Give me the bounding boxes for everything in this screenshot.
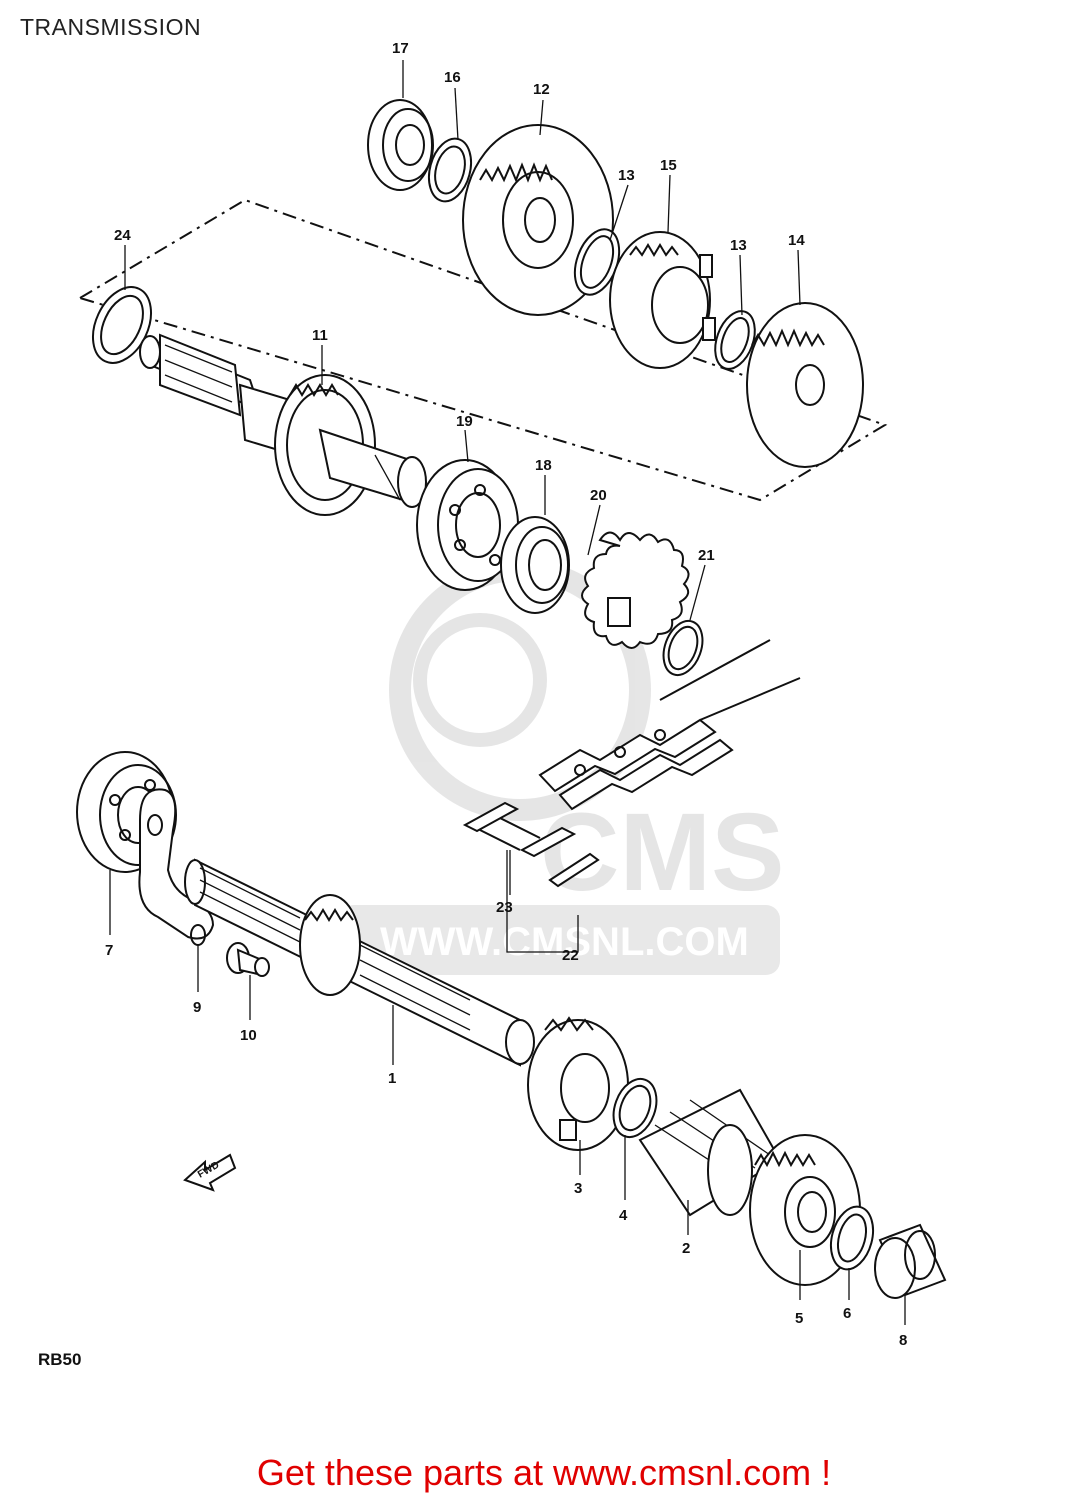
page-title: TRANSMISSION bbox=[20, 14, 202, 40]
callout-4: 4 bbox=[619, 1207, 628, 1224]
washer-6 bbox=[829, 1205, 875, 1271]
master-link-23 bbox=[462, 801, 600, 888]
callout-21: 21 bbox=[698, 547, 715, 564]
mainshaft-1 bbox=[184, 858, 535, 1067]
oil-seal-18 bbox=[500, 516, 570, 614]
callout-3: 3 bbox=[574, 1180, 582, 1197]
callout-8: 8 bbox=[899, 1332, 907, 1349]
countershaft-11 bbox=[139, 333, 427, 516]
leader-lines bbox=[109, 60, 906, 1325]
model-label: RB50 bbox=[38, 1350, 81, 1369]
gear-14 bbox=[746, 302, 864, 468]
screw-10 bbox=[226, 942, 270, 977]
gear-3 bbox=[527, 1016, 629, 1151]
callout-15: 15 bbox=[660, 157, 677, 174]
circlip-21 bbox=[662, 619, 704, 677]
callout-10: 10 bbox=[240, 1027, 257, 1044]
callout-24: 24 bbox=[114, 227, 131, 244]
callout-12: 12 bbox=[533, 81, 550, 98]
callout-7: 7 bbox=[105, 942, 113, 959]
assembly-outline bbox=[79, 198, 888, 502]
callout-5: 5 bbox=[795, 1310, 803, 1327]
forward-arrow-icon: FWD bbox=[183, 1153, 237, 1192]
callout-13a: 13 bbox=[618, 167, 635, 184]
sprocket-20 bbox=[581, 531, 690, 649]
callout-6: 6 bbox=[843, 1305, 851, 1322]
watermark: CMS WWW.CMSNL.COM bbox=[340, 559, 784, 975]
callout-22: 22 bbox=[562, 947, 579, 964]
gear-15 bbox=[609, 231, 716, 369]
callout-16: 16 bbox=[444, 69, 461, 86]
drive-chain-22 bbox=[538, 639, 801, 811]
bearing-17 bbox=[367, 99, 434, 191]
watermark-logo: CMS bbox=[540, 791, 784, 914]
callout-13b: 13 bbox=[730, 237, 747, 254]
needle-bearing-8 bbox=[874, 1223, 947, 1299]
footer-banner[interactable]: Get these parts at www.cmsnl.com ! bbox=[256, 1452, 832, 1493]
callout-9: 9 bbox=[193, 999, 201, 1016]
callout-17: 17 bbox=[392, 40, 409, 57]
circlip-13-lower bbox=[714, 310, 756, 370]
callout-1: 1 bbox=[388, 1070, 396, 1087]
callout-2: 2 bbox=[682, 1240, 690, 1257]
callout-18: 18 bbox=[535, 457, 552, 474]
gear-2 bbox=[638, 1088, 782, 1217]
bearing-19 bbox=[416, 459, 519, 591]
callout-11: 11 bbox=[312, 327, 328, 344]
callout-23: 23 bbox=[496, 899, 513, 916]
callout-20: 20 bbox=[590, 487, 607, 504]
callout-14: 14 bbox=[788, 232, 805, 249]
circlip-13-upper bbox=[573, 228, 621, 296]
callout-19: 19 bbox=[456, 413, 473, 430]
circlip-4 bbox=[612, 1077, 658, 1139]
watermark-url: WWW.CMSNL.COM bbox=[380, 920, 749, 964]
washer-24 bbox=[91, 286, 153, 364]
